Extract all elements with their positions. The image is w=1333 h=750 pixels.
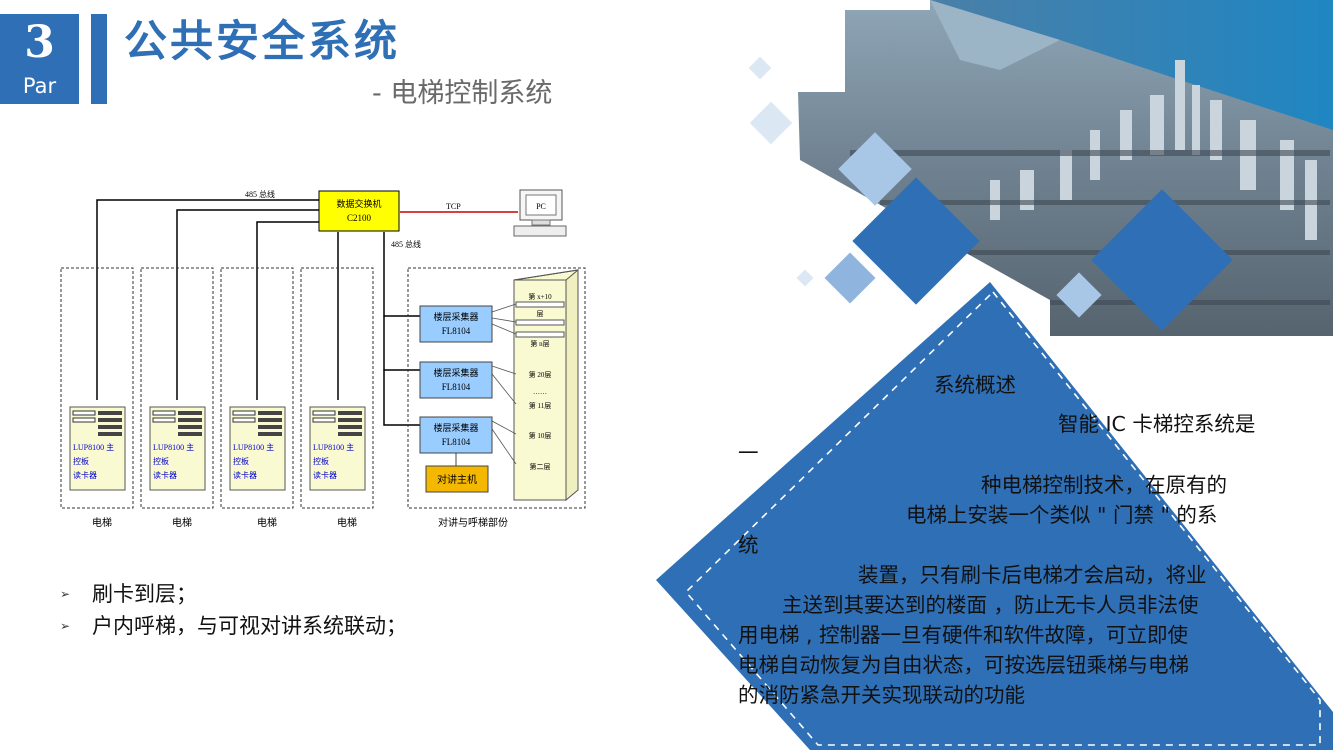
controller-line1: LUP8100 主 xyxy=(313,442,354,452)
floor-label: …… xyxy=(533,388,547,396)
collector-name: 楼层采集器 xyxy=(433,367,478,378)
elevator-caption: 电梯 xyxy=(337,516,357,529)
floor-label: 层 xyxy=(537,310,544,318)
feature-item: ➢户内呼梯，与可视对讲系统联动； xyxy=(60,610,407,642)
collector-name: 楼层采集器 xyxy=(433,422,478,433)
title-accent-bar xyxy=(91,14,107,104)
elevator-controller: LUP8100 主 控板 读卡器 xyxy=(229,406,286,491)
overview-line: 一 xyxy=(738,441,759,465)
bus-right-label: 485 总线 xyxy=(391,239,421,249)
elevator-caption: 电梯 xyxy=(92,516,112,529)
collector-model: FL8104 xyxy=(442,382,471,392)
floor-cabinet: 第 x+10 层 第 n层 第 20层 …… 第 11层 第 10层 第二层 xyxy=(513,268,579,502)
floor-label: 第 n层 xyxy=(530,339,549,348)
intercom-caption: 对讲与呼梯部份 xyxy=(438,516,508,529)
section-number: 3 xyxy=(24,17,55,68)
data-switch-box xyxy=(318,190,400,232)
controller-line1: LUP8100 主 xyxy=(73,442,114,452)
floor-label: 第二层 xyxy=(530,462,551,471)
controller-line3: 读卡器 xyxy=(153,470,177,480)
overview-line: 的消防紧急开关实现联动的功能 xyxy=(738,683,1025,707)
tcp-label: TCP xyxy=(446,202,461,211)
overview-panel xyxy=(656,282,1333,750)
feature-list: ➢刷卡到层； ➢户内呼梯，与可视对讲系统联动； xyxy=(60,578,407,642)
collector-name: 楼层采集器 xyxy=(433,311,478,322)
feature-item: ➢刷卡到层； xyxy=(60,578,407,610)
pc-label: PC xyxy=(536,202,546,211)
floor-label: 第 10层 xyxy=(529,431,552,440)
overview-line: 统 xyxy=(738,533,759,557)
elevator-system-diagram: 485 总线 485 总线 TCP 数据交换机 C2100 PC LUP8100… xyxy=(60,189,586,529)
floor-label: 第 11层 xyxy=(529,401,552,410)
data-switch-model: C2100 xyxy=(347,213,372,223)
controller-line2: 控板 xyxy=(313,456,329,466)
elevator-caption: 电梯 xyxy=(172,516,192,529)
overview-line: 主送到其要达到的楼面 ，防止无卡人员非法使 xyxy=(782,593,1199,617)
overview-line: 种电梯控制技术，在原有的 xyxy=(981,473,1227,497)
elevator-groups xyxy=(60,267,586,509)
floor-label: 第 20层 xyxy=(529,370,552,379)
section-badge: 3 Par xyxy=(0,14,79,104)
intercom-host-label: 对讲主机 xyxy=(437,473,477,486)
floor-collector: 楼层采集器 FL8104 xyxy=(419,416,493,454)
elevator-controller: LUP8100 主 控板 读卡器 xyxy=(309,406,366,491)
bullet-arrow-icon: ➢ xyxy=(60,619,71,633)
page-title: 公共安全系统 xyxy=(124,17,400,67)
collector-model: FL8104 xyxy=(442,437,471,447)
system-overview: 系统概述 智能 IC 卡梯控系统是 一 种电梯控制技术，在原有的 电梯上安装一个… xyxy=(738,368,1298,713)
section-label: Par xyxy=(22,74,57,98)
controller-line2: 控板 xyxy=(233,456,249,466)
decorative-backdrop xyxy=(656,0,1333,750)
data-switch-name: 数据交换机 xyxy=(336,198,381,209)
collector-model: FL8104 xyxy=(442,326,471,336)
elevator-controller: LUP8100 主 控板 读卡器 xyxy=(69,406,126,491)
controller-line3: 读卡器 xyxy=(233,470,257,480)
controller-line3: 读卡器 xyxy=(313,470,337,480)
overview-line: 智能 IC 卡梯控系统是 xyxy=(1058,412,1256,436)
page-subtitle: - 电梯控制系统 xyxy=(372,78,553,109)
elevator-caption: 电梯 xyxy=(257,516,277,529)
overview-line: 电梯自动恢复为自由状态，可按选层钮乘梯与电梯 xyxy=(738,653,1189,677)
pc-icon: PC xyxy=(513,189,567,237)
elevator-controller: LUP8100 主 控板 读卡器 xyxy=(149,406,206,491)
floor-collector: 楼层采集器 FL8104 xyxy=(419,305,493,343)
controller-line2: 控板 xyxy=(73,456,89,466)
intercom-host-box xyxy=(425,465,489,493)
overview-line: 电梯上安装一个类似 " 门禁 " 的系 xyxy=(906,503,1218,527)
collector-links xyxy=(491,303,517,465)
bus-lines xyxy=(96,199,420,426)
controller-line3: 读卡器 xyxy=(73,470,97,480)
overview-line: 用电梯 , 控制器一旦有硬件和软件故障，可立即使 xyxy=(738,623,1189,647)
bullet-arrow-icon: ➢ xyxy=(60,587,71,601)
overview-heading: 系统概述 xyxy=(934,373,1016,397)
controller-line1: LUP8100 主 xyxy=(233,442,274,452)
floor-label: 第 x+10 xyxy=(528,292,552,301)
floor-collector: 楼层采集器 FL8104 xyxy=(419,361,493,399)
controller-line2: 控板 xyxy=(153,456,169,466)
bus-top-label: 485 总线 xyxy=(245,189,275,199)
overview-line: 装置，只有刷卡后电梯才会启动，将业 xyxy=(858,563,1207,587)
controller-line1: LUP8100 主 xyxy=(153,442,194,452)
